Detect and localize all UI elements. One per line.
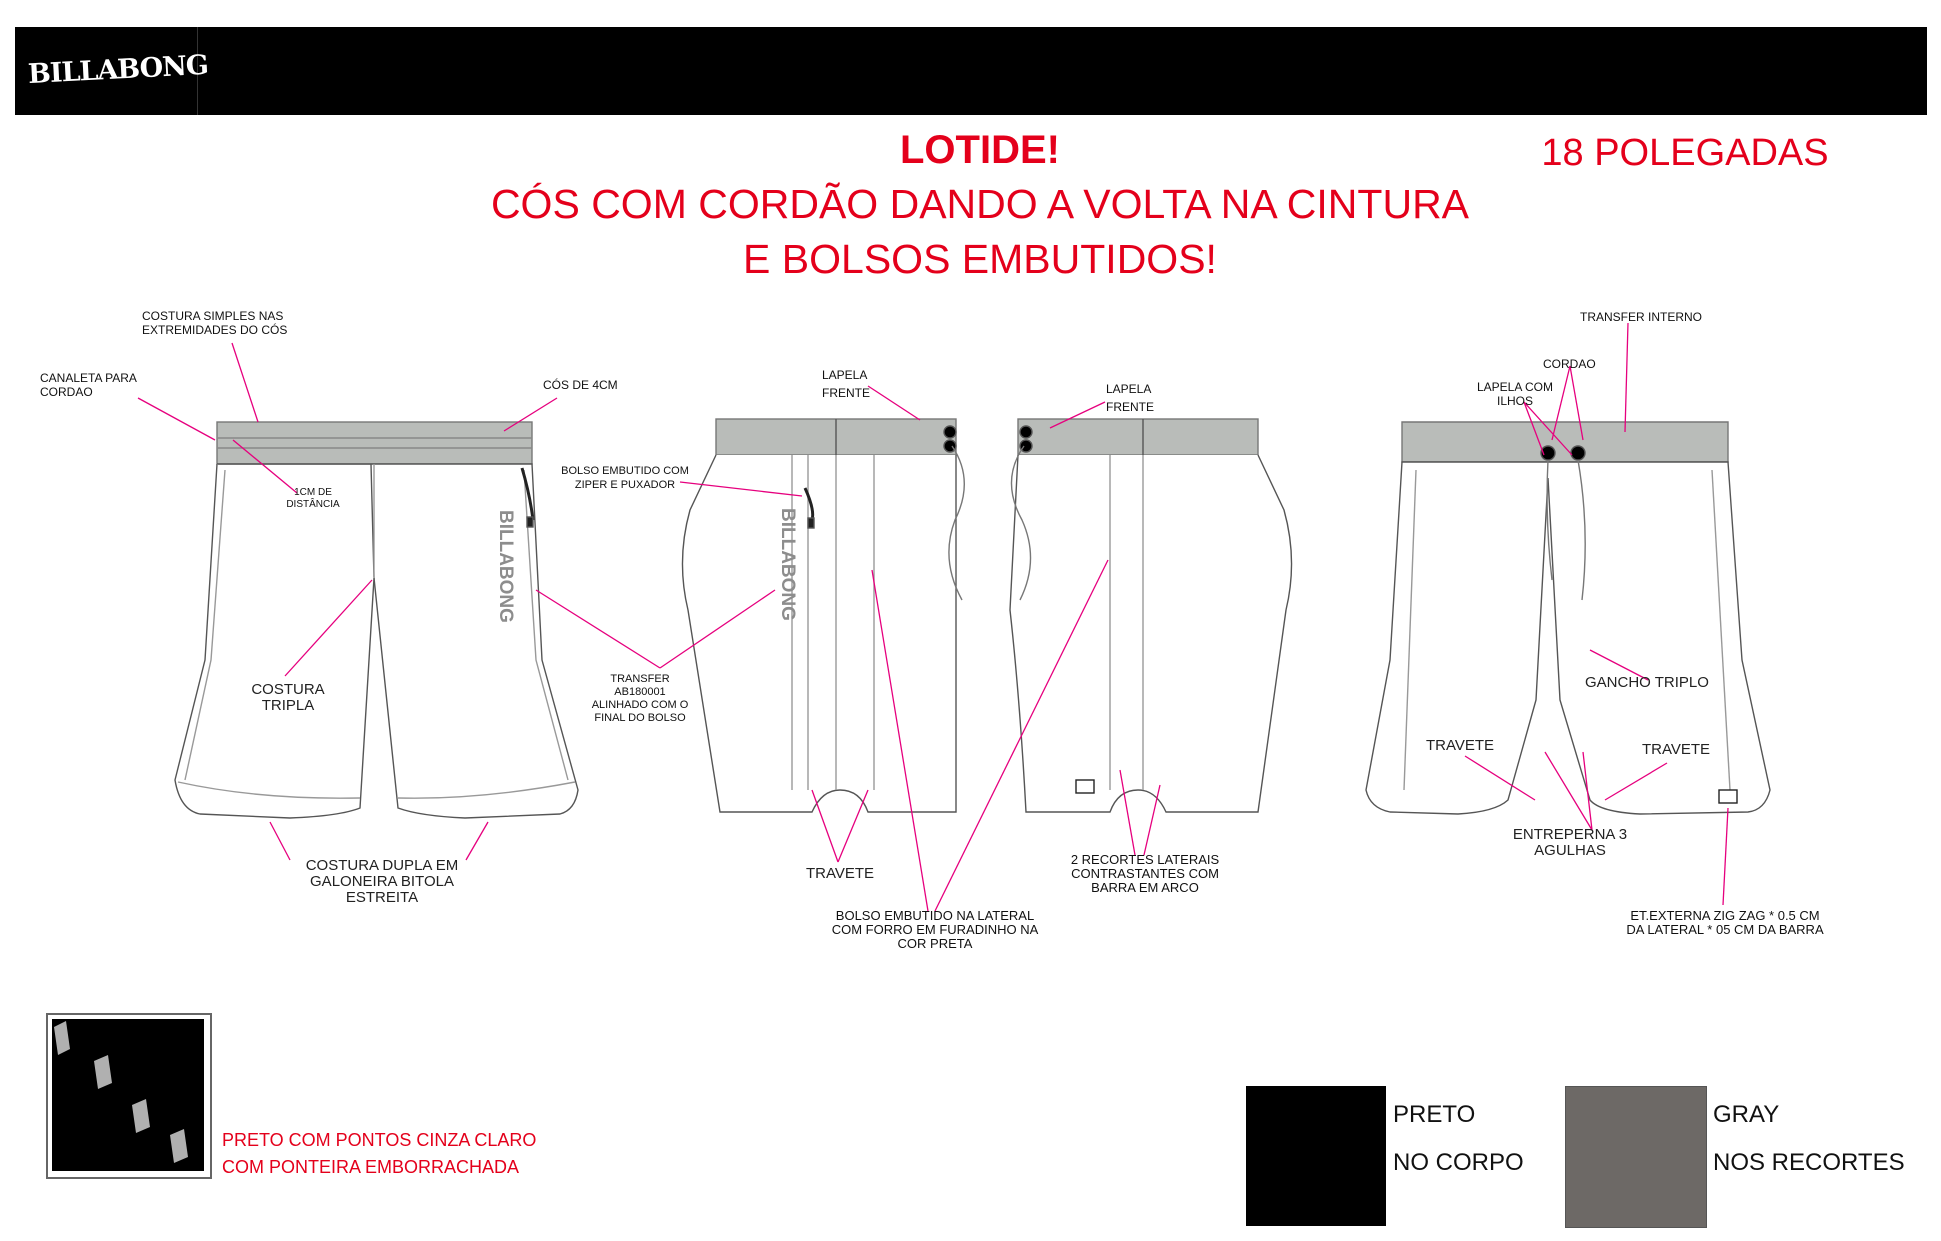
size-label: 18 POLEGADAS <box>1541 132 1829 174</box>
label-costura-tripla: COSTURA TRIPLA <box>251 681 325 714</box>
waistband-back <box>1401 421 1729 463</box>
label-distancia: 1CM DE DISTÂNCIA <box>286 487 340 510</box>
label-cordao: CORDAO <box>1543 357 1596 371</box>
label-gancho-triplo: GANCHO TRIPLO <box>1585 674 1709 691</box>
cord-pattern-line-2: COM PONTEIRA EMBORRACHADA <box>222 1157 520 1177</box>
color-swatch-preto <box>1246 1086 1386 1226</box>
label-recortes: 2 RECORTES LATERAIS CONTRASTANTES COM BA… <box>1070 852 1220 895</box>
print-brand-1: BILLABONG <box>495 510 516 623</box>
waistband-front <box>216 421 533 465</box>
color-name-preto: PRETO <box>1393 1101 1476 1128</box>
cord-pattern-line-1: PRETO COM PONTOS CINZA CLARO <box>222 1130 537 1150</box>
label-travete-2: TRAVETE <box>1426 737 1495 754</box>
color-use-preto: NO CORPO <box>1393 1149 1524 1176</box>
cord-pattern-dots <box>54 1021 188 1163</box>
waistband-side-right <box>1017 418 1259 456</box>
label-lapela-frente-1: LAPELA FRENTE <box>822 368 870 400</box>
label-canaleta: CANALETA PARA CORDAO <box>40 371 137 399</box>
short-front-view: BILLABONG <box>174 421 579 819</box>
header-bar <box>15 27 1927 115</box>
color-name-gray: GRAY <box>1713 1101 1780 1128</box>
brand-logo-box <box>15 27 198 115</box>
title-line-2: CÓS COM CORDÃO DANDO A VOLTA NA CINTURA <box>490 181 1470 227</box>
label-entreperna: ENTREPERNA 3 AGULHAS <box>1512 826 1628 859</box>
title-line-3: E BOLSOS EMBUTIDOS! <box>743 236 1217 282</box>
label-travete-1: TRAVETE <box>805 865 875 882</box>
pattern-dot <box>94 1055 112 1089</box>
print-brand-2: BILLABONG <box>777 508 798 621</box>
color-swatch-gray <box>1565 1086 1707 1228</box>
label-travete-3: TRAVETE <box>1642 741 1711 758</box>
label-etiqueta: ET.EXTERNA ZIG ZAG * 0.5 CM DA LATERAL *… <box>1626 908 1824 937</box>
label-cos-4cm: CÓS DE 4CM <box>543 378 618 392</box>
pattern-dot <box>54 1021 70 1055</box>
label-costura-dupla: COSTURA DUPLA EM GALONEIRA BITOLA ESTREI… <box>305 857 459 906</box>
label-bolso-lateral: BOLSO EMBUTIDO NA LATERAL COM FORRO EM F… <box>831 908 1039 951</box>
short-side-view-right <box>1009 418 1293 813</box>
short-side-view-left: BILLABONG <box>681 418 965 813</box>
label-costura-simples: COSTURA SIMPLES NAS EXTREMIDADES DO CÓS <box>142 309 288 337</box>
pattern-dot <box>170 1129 188 1163</box>
label-bolso-ziper: BOLSO EMBUTIDO COM ZIPER E PUXADOR <box>561 465 689 491</box>
short-back-view <box>1365 421 1771 815</box>
color-use-gray: NOS RECORTES <box>1713 1149 1905 1176</box>
label-lapela-frente-2: LAPELA FRENTE <box>1106 382 1154 414</box>
title-model: LOTIDE! <box>900 128 1060 172</box>
cord-pattern-description: PRETO COM PONTOS CINZA CLARO COM PONTEIR… <box>222 1127 536 1181</box>
label-transfer: TRANSFER AB180001 ALINHADO COM O FINAL D… <box>591 673 689 724</box>
leader-lines <box>137 322 1729 912</box>
label-lapela-ilhos: LAPELA COM ILHOS <box>1476 380 1554 408</box>
label-transfer-interno: TRANSFER INTERNO <box>1580 310 1703 324</box>
pattern-dot <box>132 1099 150 1133</box>
